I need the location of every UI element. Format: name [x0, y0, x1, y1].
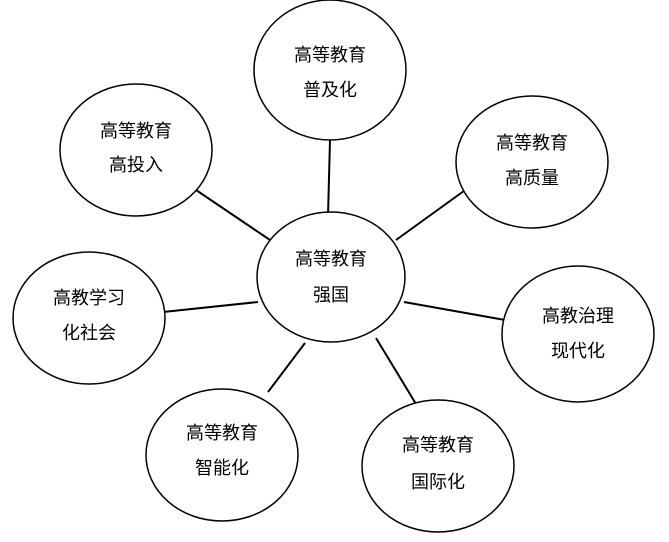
- node-center-strong-country: 高等教育 强国: [256, 211, 406, 343]
- node-international: 高等教育 国际化: [361, 399, 515, 533]
- node-high-quality: 高等教育 高质量: [455, 95, 609, 229]
- node-high-quality-line2: 高质量: [505, 168, 559, 189]
- node-high-investment-line1: 高等教育: [100, 121, 172, 142]
- node-governance-line2: 现代化: [551, 341, 605, 362]
- node-intelligent-line1: 高等教育: [186, 423, 258, 444]
- node-intelligent: 高等教育 智能化: [145, 388, 299, 522]
- node-popularization-line1: 高等教育: [294, 45, 366, 66]
- node-learning-society-line2: 化社会: [62, 323, 116, 344]
- connector-high-investment: [195, 189, 271, 241]
- node-popularization: 高等教育 普及化: [253, 0, 407, 141]
- node-governance: 高教治理 现代化: [501, 265, 655, 403]
- node-center-line2: 强国: [313, 285, 349, 306]
- node-governance-line1: 高教治理: [542, 306, 614, 327]
- connector-governance: [403, 301, 506, 321]
- node-international-line1: 高等教育: [402, 435, 474, 456]
- node-international-line2: 国际化: [411, 472, 465, 493]
- node-high-investment-line2: 高投入: [109, 155, 163, 176]
- node-high-quality-line1: 高等教育: [496, 133, 568, 154]
- connector-learning-society: [162, 301, 259, 313]
- connector-international: [375, 337, 417, 405]
- node-intelligent-line2: 智能化: [195, 458, 249, 479]
- node-popularization-line2: 普及化: [303, 80, 357, 101]
- connector-intelligent: [267, 342, 306, 393]
- node-high-investment: 高等教育 高投入: [59, 83, 213, 217]
- node-learning-society: 高教学习 化社会: [12, 251, 166, 385]
- connector-popularization: [327, 139, 331, 217]
- node-learning-society-line1: 高教学习: [53, 288, 125, 309]
- node-center-line1: 高等教育: [295, 249, 367, 270]
- connector-high-quality: [395, 187, 469, 241]
